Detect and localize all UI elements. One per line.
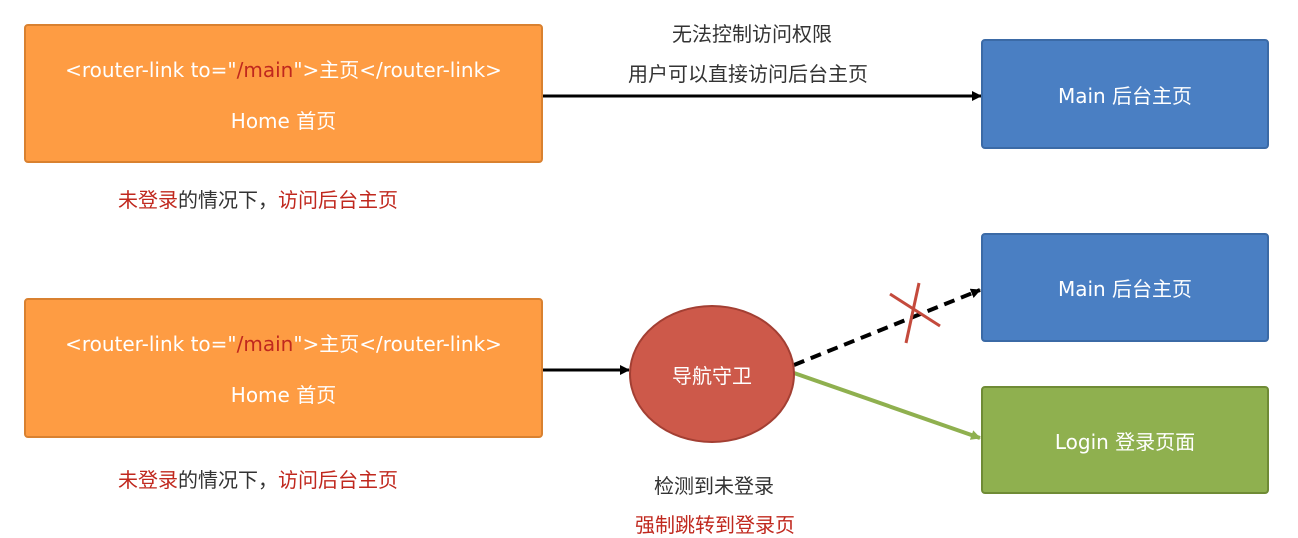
home-label: Home 首页 [230,383,337,407]
redirect-arrow [793,371,981,440]
navigation-guard: 导航守卫 [629,305,795,443]
guard-note-line2: 强制跳转到登录页 [635,513,795,537]
guard-note-line1: 检测到未登录 [654,474,774,498]
bottom-caption: 未登录的情况下，访问后台主页 [118,468,398,492]
home-label: Home 首页 [230,108,337,133]
main-box-bottom: Main 后台主页 [981,233,1269,342]
blocked-arrow [793,288,981,367]
home-box-bottom: <router-link to="/main">主页</router-link>… [24,298,543,438]
login-box: Login 登录页面 [981,386,1269,494]
router-link-code: <router-link to="/main">主页</router-link> [65,332,502,356]
home-box-top: <router-link to="/main">主页</router-link>… [24,24,543,163]
arrow-note-line1: 无法控制访问权限 [672,22,832,46]
arrow-note-line2: 用户可以直接访问后台主页 [628,62,868,86]
top-caption: 未登录的情况下，访问后台主页 [118,188,398,212]
main-box-top: Main 后台主页 [981,39,1269,149]
router-link-code: <router-link to="/main">主页</router-link> [65,57,502,82]
blocked-cross-icon [889,282,941,344]
